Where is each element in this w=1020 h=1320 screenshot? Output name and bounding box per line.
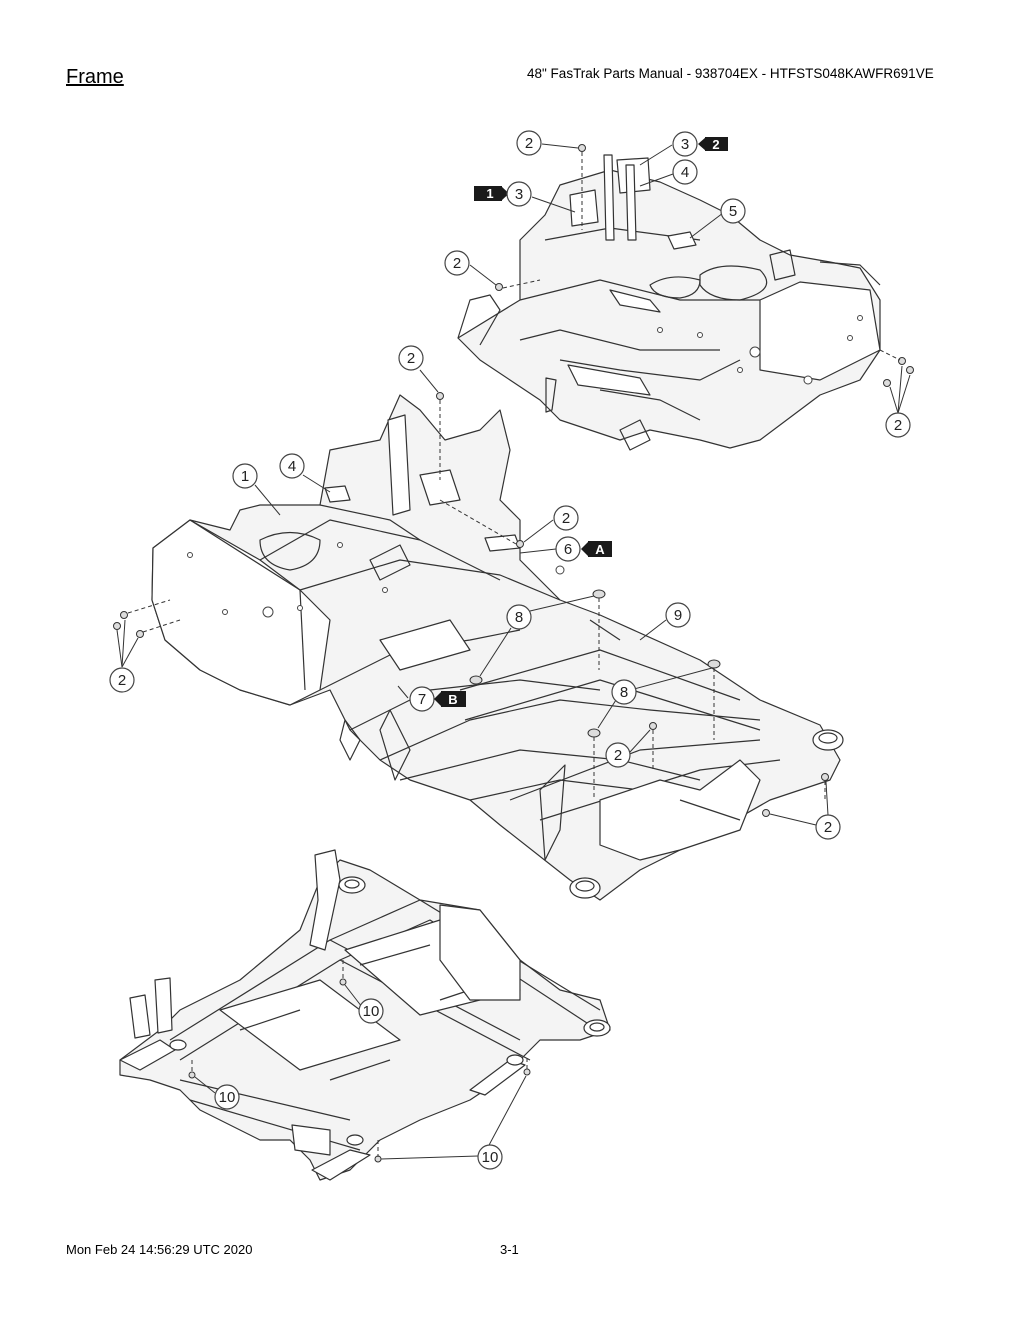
manual-header: 48" FasTrak Parts Manual - 938704EX - HT… (527, 66, 934, 81)
middle-frame-view (113, 392, 844, 901)
page-title: Frame (66, 66, 124, 88)
svg-text:2: 2 (118, 672, 126, 689)
svg-text:10: 10 (363, 1003, 380, 1020)
flag-2: 2 (698, 137, 728, 152)
svg-text:8: 8 (620, 684, 628, 701)
callout-2-c: 2 (885, 412, 911, 438)
svg-text:2: 2 (894, 417, 902, 434)
svg-text:2: 2 (562, 510, 570, 527)
callout-2-h: 2 (815, 814, 841, 840)
callout-8-b: 8 (611, 679, 637, 705)
top-frame-view (457, 144, 914, 451)
callout-2-d: 2 (398, 345, 424, 371)
callout-4-b: 4 (279, 453, 305, 479)
callout-6: 6 (555, 536, 581, 562)
callout-2-f: 2 (109, 667, 135, 693)
svg-text:A: A (595, 542, 605, 557)
callout-2-b: 2 (444, 250, 470, 276)
svg-text:7: 7 (418, 691, 426, 708)
callout-9: 9 (665, 602, 691, 628)
svg-text:4: 4 (288, 458, 296, 475)
callout-8-a: 8 (506, 604, 532, 630)
svg-text:2: 2 (614, 747, 622, 764)
callout-3-b: 3 (506, 181, 532, 207)
svg-text:2: 2 (453, 255, 461, 272)
callout-10-c: 10 (477, 1144, 503, 1170)
flag-1: 1 (474, 186, 509, 201)
leader-lines (116, 143, 911, 1160)
svg-text:10: 10 (219, 1089, 236, 1106)
callout-2-g: 2 (605, 742, 631, 768)
callout-2-a: 2 (516, 130, 542, 156)
callout-7: 7 (409, 686, 435, 712)
svg-text:8: 8 (515, 609, 523, 626)
flag-A: A (581, 541, 612, 557)
callout-5: 5 (720, 198, 746, 224)
svg-text:2: 2 (407, 350, 415, 367)
svg-text:5: 5 (729, 203, 737, 220)
callout-2-e: 2 (553, 505, 579, 531)
callout-3-a: 3 (672, 131, 698, 157)
svg-text:2: 2 (824, 819, 832, 836)
svg-text:3: 3 (515, 186, 523, 203)
svg-text:2: 2 (712, 137, 719, 152)
callout-1: 1 (232, 463, 258, 489)
callout-10-b: 10 (214, 1084, 240, 1110)
callout-10-a: 10 (358, 998, 384, 1024)
callout-4-a: 4 (672, 159, 698, 185)
svg-text:10: 10 (482, 1149, 499, 1166)
svg-text:B: B (448, 692, 457, 707)
footer-timestamp: Mon Feb 24 14:56:29 UTC 2020 (66, 1242, 253, 1257)
svg-text:6: 6 (564, 541, 572, 558)
svg-text:2: 2 (525, 135, 533, 152)
svg-text:4: 4 (681, 164, 689, 181)
svg-text:9: 9 (674, 607, 682, 624)
flag-B: B (434, 691, 466, 707)
page-number: 3-1 (500, 1242, 519, 1257)
svg-text:3: 3 (681, 136, 689, 153)
svg-text:1: 1 (241, 468, 249, 485)
svg-text:1: 1 (486, 186, 493, 201)
